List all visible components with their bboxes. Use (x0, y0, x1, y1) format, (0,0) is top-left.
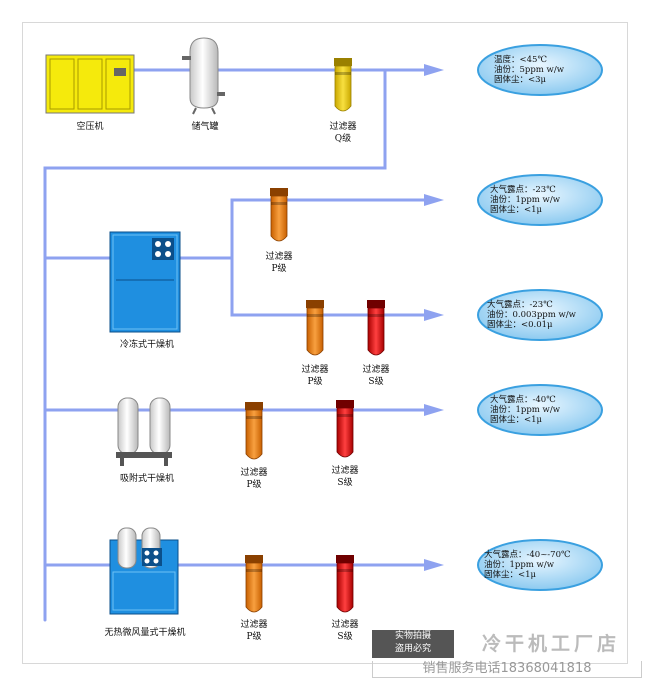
diagram-frame (22, 22, 628, 664)
filter-grade-label: P级 (246, 480, 262, 490)
arrow-1 (424, 64, 444, 76)
filter-label: 过滤器 (240, 468, 268, 478)
filter-label: 过滤器 (331, 620, 359, 630)
spec-oval-4 (477, 384, 603, 436)
filter-s-icon (367, 300, 385, 356)
pipe-line-3 (230, 256, 434, 317)
arrow-3 (424, 309, 444, 321)
adsorption-dryer-icon (116, 397, 172, 466)
adsorption-dryer-label: 吸附式干燥机 (119, 474, 174, 484)
filter-grade-label: S级 (337, 478, 353, 488)
filter-grade-label: Q级 (334, 134, 352, 144)
filter-grade-label: P级 (271, 264, 287, 274)
compressor-label: 空压机 (76, 122, 104, 132)
filter-label: 过滤器 (331, 466, 359, 476)
air-compressor-icon (45, 54, 135, 114)
spec-oval-1 (477, 44, 603, 96)
filter-grade-label: P级 (307, 377, 323, 387)
filter-label: 过滤器 (329, 122, 357, 132)
filter-p-icon (306, 300, 324, 356)
filter-q-icon (334, 58, 352, 112)
spec-ovals (477, 44, 603, 591)
pipe-trunk (43, 68, 387, 622)
filter-label: 过滤器 (265, 252, 293, 262)
spec-oval-5 (477, 539, 603, 591)
filter-p-icon (270, 188, 288, 242)
filter-p-icon (245, 402, 263, 460)
filter-grade-label: S级 (337, 632, 353, 642)
refrigerated-dryer-icon (109, 231, 181, 333)
heatless-dryer-icon (109, 527, 179, 615)
watermark-badge: 实物拍摄 盗用必究 (372, 630, 454, 658)
filter-grade-label: P级 (246, 632, 262, 642)
heatless-dryer-label: 无热微风量式干燥机 (104, 628, 186, 638)
arrow-5 (424, 559, 444, 571)
watermark-title: 冷干机工厂店 (481, 633, 620, 655)
tank-label: 储气罐 (191, 122, 219, 132)
air-tank-icon (182, 37, 225, 115)
filter-label: 过滤器 (362, 365, 390, 375)
filter-s-icon (336, 400, 354, 458)
filter-grade-label: S级 (368, 377, 384, 387)
pipe-line-2 (178, 198, 434, 260)
arrows (424, 64, 444, 571)
refrigerated-dryer-label: 冷冻式干燥机 (119, 340, 174, 350)
spec-oval-2 (477, 174, 603, 226)
pipes (43, 68, 434, 622)
filter-label: 过滤器 (301, 365, 329, 375)
watermark-phone: 销售服务电话18368041818 (372, 661, 642, 678)
arrow-4 (424, 404, 444, 416)
arrow-2 (424, 194, 444, 206)
filter-p-icon (245, 555, 263, 613)
filter-s-icon (336, 555, 354, 613)
filter-label: 过滤器 (240, 620, 268, 630)
spec-oval-3 (477, 289, 603, 341)
